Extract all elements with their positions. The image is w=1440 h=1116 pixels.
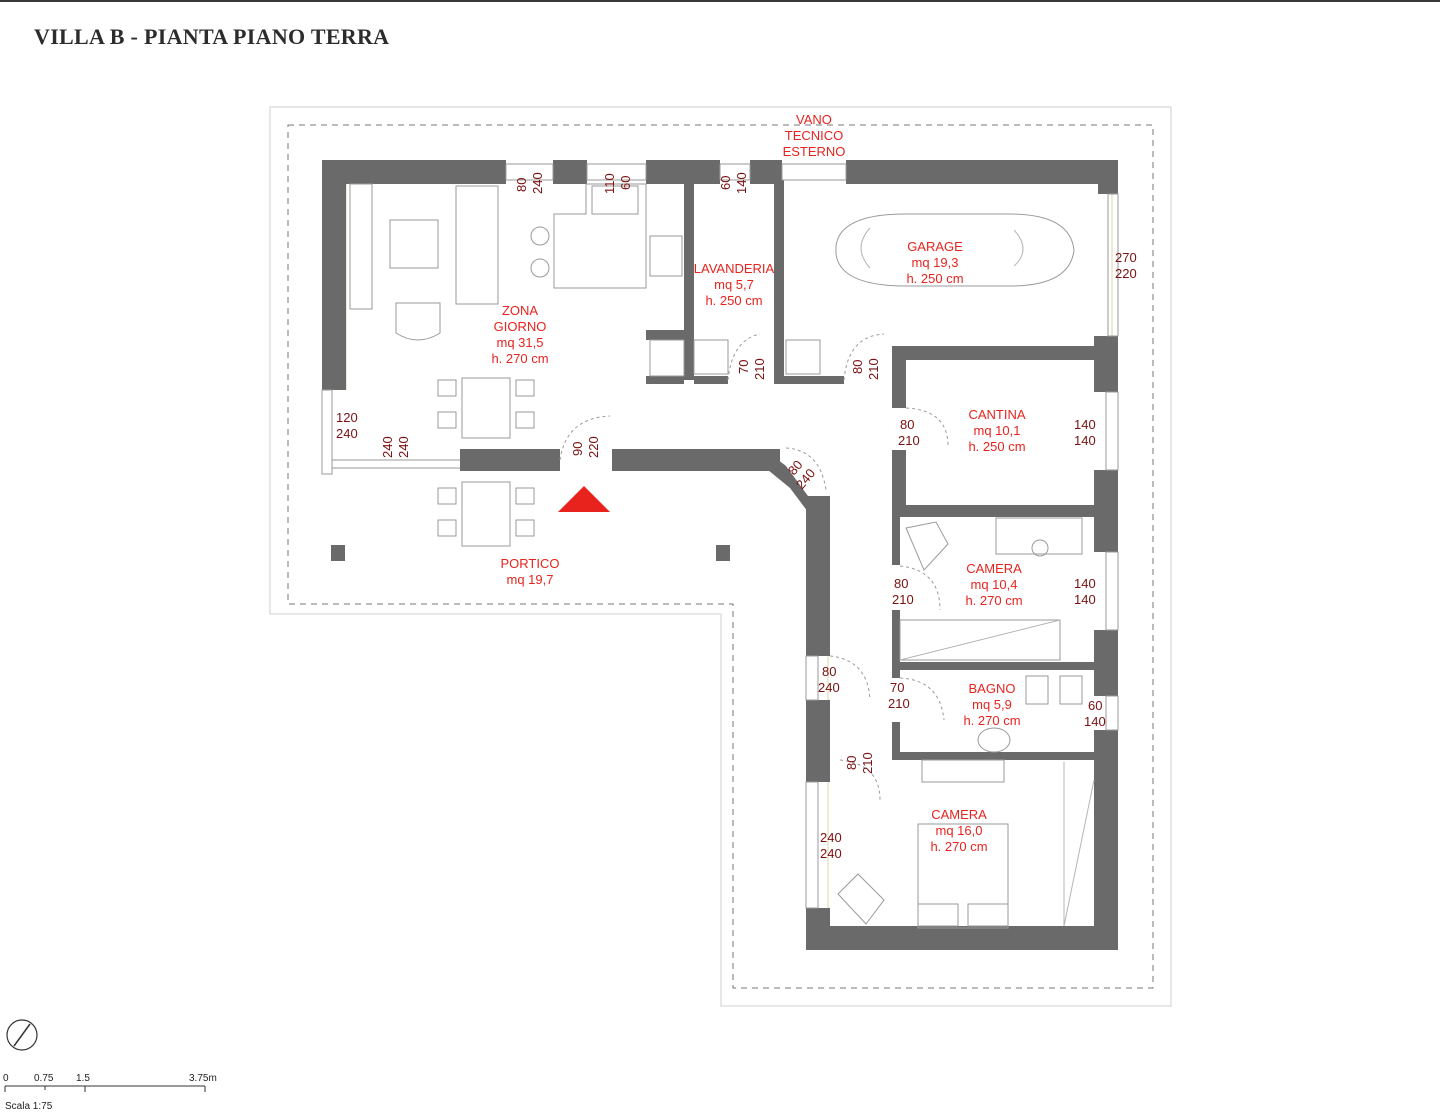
label-vano-1: VANO: [796, 112, 832, 127]
label-zona-giorno-1: ZONA: [502, 303, 538, 318]
scale-tick-3: 3.75m: [189, 1073, 217, 1084]
dim-w1-a: 80: [514, 178, 529, 192]
dim-corr-win-a: 80: [822, 664, 836, 679]
dim-zg-door-b: 240: [396, 436, 411, 458]
doors: [559, 333, 949, 801]
dim-lav-door-a: 70: [736, 360, 751, 374]
top-border-line: [0, 0, 1440, 2]
dim-bagno-door-a: 70: [890, 680, 904, 695]
scale-bar: 0 0.75 1.5 3.75m Scala 1:75: [3, 1073, 217, 1112]
dim-garage-b: 220: [1115, 266, 1137, 281]
dim-w3-a: 60: [718, 176, 733, 190]
label-cantina: CANTINA: [968, 407, 1025, 422]
label-bagno-area: mq 5,9: [972, 697, 1012, 712]
windows: [321, 163, 1119, 909]
dim-gar-door-a: 80: [850, 360, 865, 374]
dim-entry-a: 90: [570, 442, 585, 456]
dim-bagno-win-a: 60: [1088, 698, 1102, 713]
label-lavanderia-height: h. 250 cm: [705, 293, 762, 308]
dim-bagno-door-b: 210: [888, 696, 910, 711]
label-zona-giorno-area: mq 31,5: [497, 335, 544, 350]
label-garage-area: mq 19,3: [912, 255, 959, 270]
dim-cant-win-a: 140: [1074, 417, 1096, 432]
site-outline: [269, 106, 1172, 1007]
dim-w3-b: 140: [734, 172, 749, 194]
label-camera-1-height: h. 270 cm: [965, 593, 1022, 608]
label-camera-2-height: h. 270 cm: [930, 839, 987, 854]
dim-garage-a: 270: [1115, 250, 1137, 265]
label-vano-2: TECNICO: [785, 128, 844, 143]
dim-lav-door-b: 210: [752, 358, 767, 380]
label-camera-1: CAMERA: [966, 561, 1022, 576]
dim-zg-win-a: 120: [336, 410, 358, 425]
label-lavanderia-area: mq 5,7: [714, 277, 754, 292]
label-lavanderia: LAVANDERIA: [694, 261, 775, 276]
dim-cam2-win-b: 240: [820, 846, 842, 861]
label-camera-2: CAMERA: [931, 807, 987, 822]
dim-corr-door-b: 210: [860, 752, 875, 774]
label-portico-area: mq 19,7: [507, 572, 554, 587]
page-title: VILLA B - PIANTA PIANO TERRA: [34, 24, 390, 49]
label-portico: PORTICO: [501, 556, 560, 571]
label-cantina-height: h. 250 cm: [968, 439, 1025, 454]
label-garage-height: h. 250 cm: [906, 271, 963, 286]
north-arrow-icon: [6, 1019, 38, 1051]
entrance-marker: [558, 486, 610, 512]
dim-w1-b: 240: [530, 172, 545, 194]
label-zona-giorno-2: GIORNO: [494, 319, 547, 334]
dim-cant-door-b: 210: [898, 433, 920, 448]
dim-zg-win-b: 240: [336, 426, 358, 441]
dim-cam2-win-a: 240: [820, 830, 842, 845]
label-bagno: BAGNO: [969, 681, 1016, 696]
scale-tick-0: 0: [3, 1073, 9, 1084]
label-cantina-area: mq 10,1: [974, 423, 1021, 438]
label-camera-1-area: mq 10,4: [971, 577, 1018, 592]
furniture: [349, 183, 1095, 929]
scale-tick-1: 0.75: [34, 1073, 54, 1084]
walls: [322, 160, 1118, 950]
scale-label: Scala 1:75: [5, 1101, 53, 1112]
dim-corr-door-a: 80: [844, 756, 859, 770]
dim-bagno-win-b: 140: [1084, 714, 1106, 729]
dim-cant-win-b: 140: [1074, 433, 1096, 448]
dim-cam-win-a: 140: [1074, 576, 1096, 591]
scale-tick-2: 1.5: [76, 1073, 90, 1084]
label-bagno-height: h. 270 cm: [963, 713, 1020, 728]
dim-corr-win-b: 240: [818, 680, 840, 695]
roof-outline: [287, 124, 1154, 989]
dim-zg-door-a: 240: [380, 436, 395, 458]
dim-w2-a: 110: [602, 173, 617, 194]
label-zona-giorno-height: h. 270 cm: [491, 351, 548, 366]
dim-gar-door-b: 210: [866, 358, 881, 380]
dimension-labels: 80 240 110 60 60 140 270 220 70 210 80 2…: [336, 172, 1137, 861]
dim-cam-door-a: 80: [894, 576, 908, 591]
dim-cant-door-a: 80: [900, 417, 914, 432]
label-garage: GARAGE: [907, 239, 963, 254]
dim-cam-win-b: 140: [1074, 592, 1096, 607]
dim-w2-b: 60: [618, 176, 633, 190]
label-camera-2-area: mq 16,0: [936, 823, 983, 838]
dim-cam-door-b: 210: [892, 592, 914, 607]
room-labels: VANO TECNICO ESTERNO ZONA GIORNO mq 31,5…: [491, 112, 1025, 854]
label-vano-3: ESTERNO: [783, 144, 846, 159]
dim-entry-b: 220: [586, 436, 601, 458]
